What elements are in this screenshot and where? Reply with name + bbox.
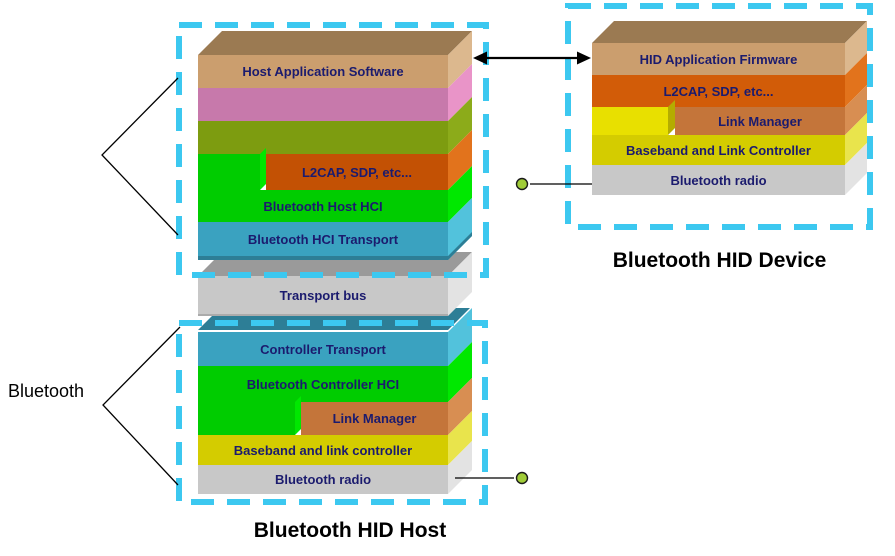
layer-baseband-link-controller-host: Baseband and link controller	[198, 435, 448, 465]
layer-controller-transport: Controller Transport	[198, 332, 448, 366]
layer-transport-bus: Transport bus	[198, 276, 448, 316]
layer-label: L2CAP, SDP, etc...	[301, 164, 413, 180]
layer-label: Bluetooth radio	[670, 172, 767, 188]
device-caption: Bluetooth HID Device	[612, 249, 827, 272]
layer-label: Bluetooth radio	[274, 472, 372, 487]
layer-unlabeled-pink	[198, 88, 448, 121]
layer-label: Baseband and link controller	[233, 442, 413, 458]
layer-yellow-stub	[592, 107, 668, 135]
layer-bluetooth-controller-hci: Bluetooth Controller HCI	[198, 366, 448, 402]
host-caption: Bluetooth HID Host	[253, 519, 447, 542]
layer-hid-application-firmware: HID Application Firmware	[592, 43, 845, 75]
layer-label: Bluetooth HCI Transport	[247, 231, 399, 247]
layer-bluetooth-radio-host: Bluetooth radio	[198, 465, 448, 494]
layer-label: Bluetooth Controller HCI	[246, 376, 400, 392]
layer-unlabeled-olive	[198, 121, 448, 154]
layer-bluetooth-hci-transport: Bluetooth HCI Transport	[198, 222, 448, 260]
layer-l2cap-sdp-device: L2CAP, SDP, etc...	[592, 75, 845, 107]
layer-green-stub-lower	[198, 402, 295, 435]
layer-label: Controller Transport	[260, 341, 386, 357]
bluetooth-brace-upper	[101, 77, 179, 236]
layer-bluetooth-host-hci: Bluetooth Host HCI	[198, 190, 448, 222]
radio-marker-device	[515, 177, 529, 191]
layer-label: Transport bus	[279, 287, 367, 303]
yellow-stub-side-face	[668, 100, 675, 135]
layer-label: Bluetooth Host HCI	[263, 198, 383, 214]
layer-label: Link Manager	[332, 411, 417, 426]
layer-link-manager-host: Link Manager	[301, 402, 448, 435]
host-app-top-face	[198, 31, 472, 55]
layer-label: Host Application Software	[242, 64, 404, 79]
layer-green-stub	[198, 154, 260, 190]
layer-label: Link Manager	[718, 113, 802, 129]
layer-label: L2CAP, SDP, etc...	[663, 83, 774, 99]
layer-label: HID Application Firmware	[639, 51, 798, 67]
radio-marker-host	[515, 471, 529, 485]
bluetooth-brace-lower	[102, 326, 181, 486]
bluetooth-label: Bluetooth	[8, 381, 85, 401]
device-app-top-face	[592, 21, 867, 43]
layer-host-application-software: Host Application Software	[198, 55, 448, 88]
layer-bluetooth-radio-device: Bluetooth radio	[592, 165, 845, 195]
layer-link-manager-device: Link Manager	[675, 107, 845, 135]
layer-l2cap-sdp-host: L2CAP, SDP, etc...	[266, 154, 448, 190]
layer-label: Baseband and Link Controller	[626, 142, 811, 158]
host-device-arrow	[473, 51, 591, 65]
layer-baseband-link-controller-device: Baseband and Link Controller	[592, 135, 845, 165]
